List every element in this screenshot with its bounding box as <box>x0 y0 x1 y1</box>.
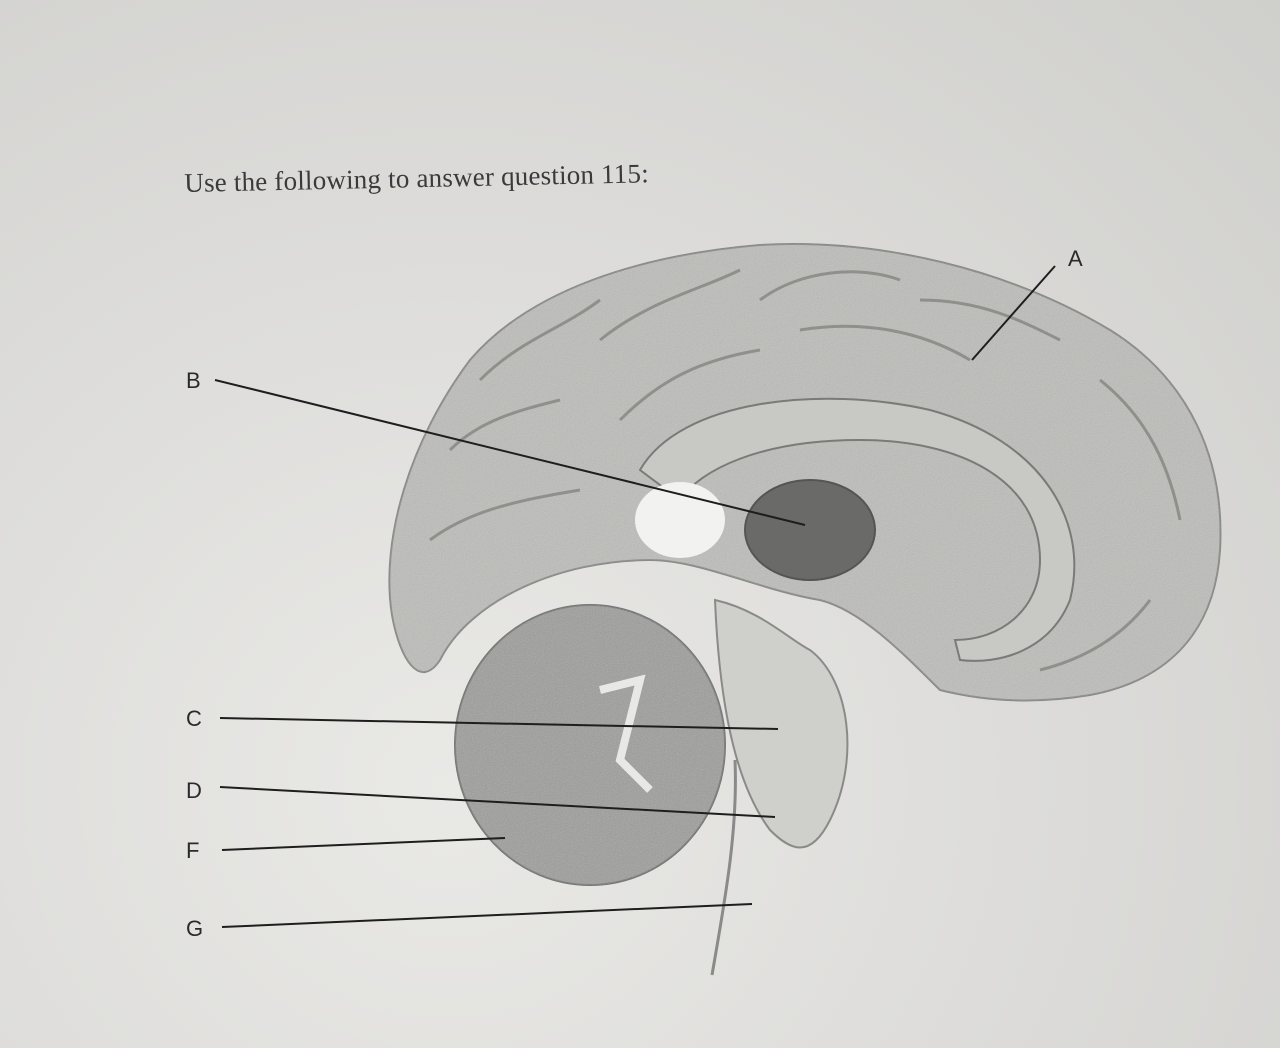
spinal-cord <box>710 759 737 976</box>
leader-line-d <box>219 786 776 818</box>
leader-line-b <box>214 379 806 526</box>
brainstem <box>713 598 849 849</box>
label-g: G <box>186 916 204 941</box>
label-d: D <box>186 778 202 803</box>
leader-line-c <box>219 717 779 730</box>
label-f: F <box>186 838 200 863</box>
corpus-callosum <box>638 397 1076 662</box>
leader-line-f <box>221 837 506 851</box>
label-b: B <box>186 368 201 393</box>
label-c: C <box>186 706 202 731</box>
thalamus <box>744 479 876 581</box>
leader-lines <box>214 265 1056 928</box>
label-a: A <box>1068 246 1083 271</box>
ventricle <box>635 482 725 558</box>
leader-line-a <box>971 265 1056 361</box>
leader-line-g <box>221 903 753 928</box>
